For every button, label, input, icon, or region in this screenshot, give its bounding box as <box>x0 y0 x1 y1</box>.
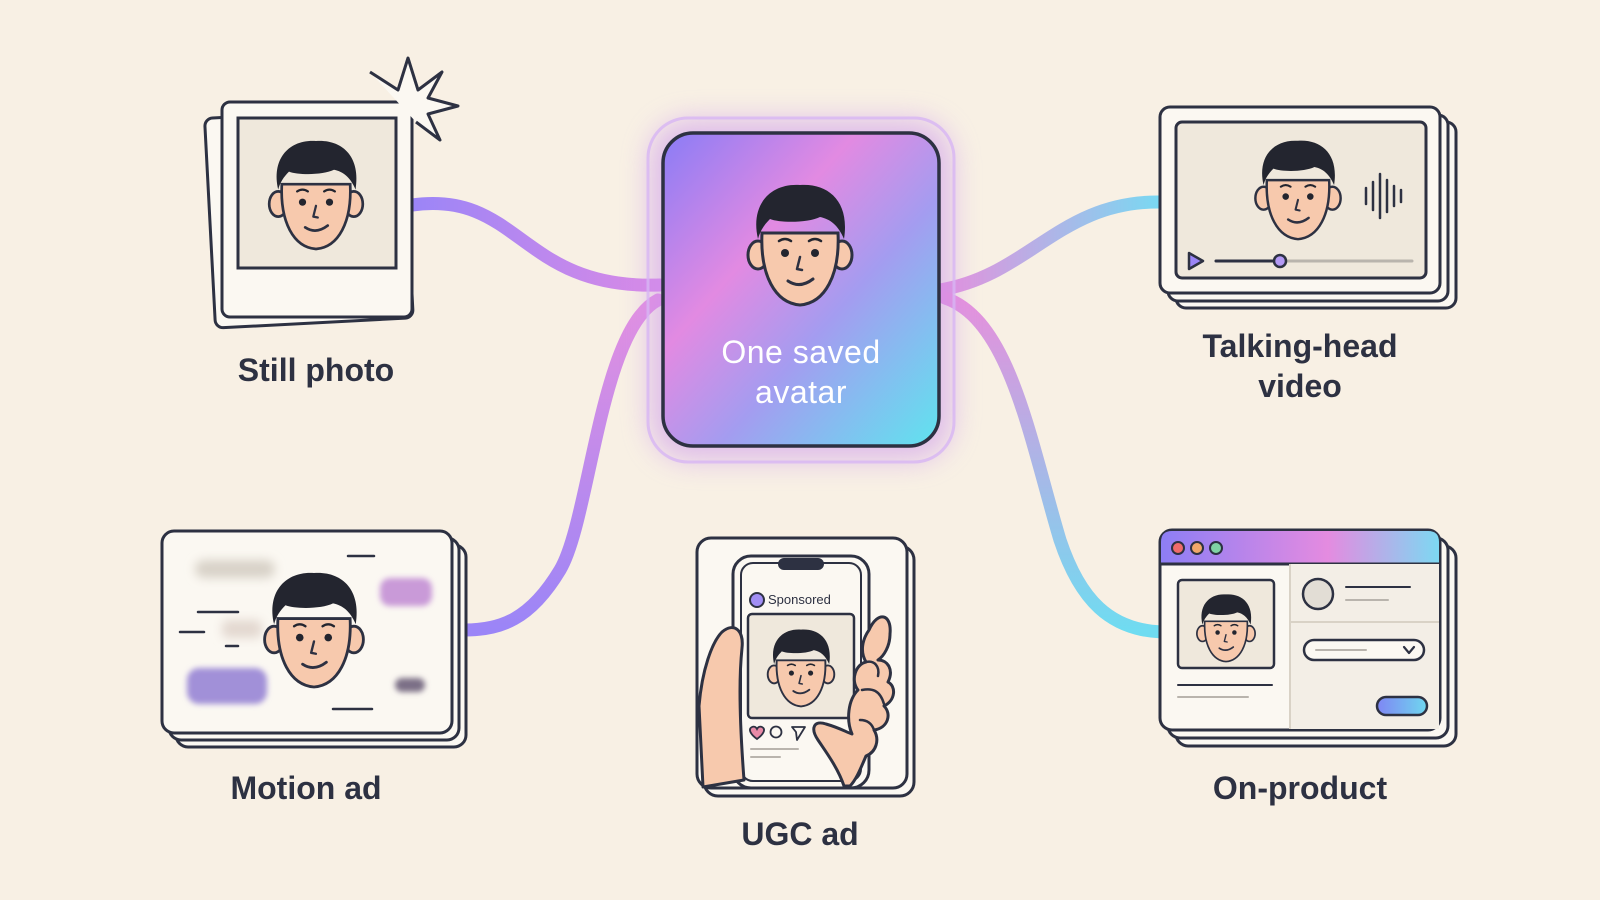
talking-head-label: Talking-head video <box>1150 326 1450 406</box>
sound-wave-icon <box>1364 172 1403 220</box>
center-label: One saved avatar <box>663 332 939 412</box>
window-dot-maximize[interactable] <box>1209 541 1223 555</box>
connectors <box>405 195 1169 639</box>
center-label-line2: avatar <box>755 374 847 410</box>
product-dropdown[interactable] <box>1302 638 1426 662</box>
on-product-label: On-product <box>1212 770 1388 806</box>
connector-on-product <box>938 291 1169 639</box>
center-label-line1: One saved <box>721 334 881 370</box>
motion-ad-label: Motion ad <box>230 770 382 806</box>
hand-right <box>812 615 895 788</box>
talking-head-label-line2: video <box>1258 368 1342 404</box>
chevron-down-icon <box>1402 645 1416 655</box>
spark-icon <box>369 56 460 142</box>
on-product-card[interactable] <box>1158 528 1458 748</box>
ugc-ad-card[interactable] <box>695 536 916 798</box>
window-dot-minimize[interactable] <box>1190 541 1204 555</box>
hand-left <box>697 626 746 789</box>
connector-talking-head <box>933 195 1169 297</box>
still-photo-label: Still photo <box>237 352 395 388</box>
talking-head-card[interactable] <box>1158 105 1458 310</box>
video-scrubber[interactable] <box>1272 253 1288 269</box>
window-dot-close[interactable] <box>1171 541 1185 555</box>
play-icon[interactable] <box>1187 251 1205 271</box>
send-icon[interactable] <box>791 726 806 741</box>
comment-icon[interactable] <box>769 725 783 739</box>
still-photo-card[interactable] <box>203 56 460 330</box>
browser-title-bar <box>1161 531 1439 564</box>
profile-avatar <box>1301 577 1335 611</box>
heart-icon[interactable] <box>749 725 765 741</box>
center-avatar-card[interactable] <box>646 116 956 464</box>
connector-motion-ad <box>458 293 665 637</box>
talking-head-label-line1: Talking-head <box>1202 328 1398 364</box>
connector-still-photo <box>405 197 667 292</box>
sponsored-text: Sponsored <box>768 592 831 607</box>
product-action-button[interactable] <box>1375 695 1429 717</box>
sponsor-avatar-icon <box>749 592 765 608</box>
ugc-ad-label: UGC ad <box>741 816 859 852</box>
motion-ad-card[interactable] <box>160 529 468 749</box>
